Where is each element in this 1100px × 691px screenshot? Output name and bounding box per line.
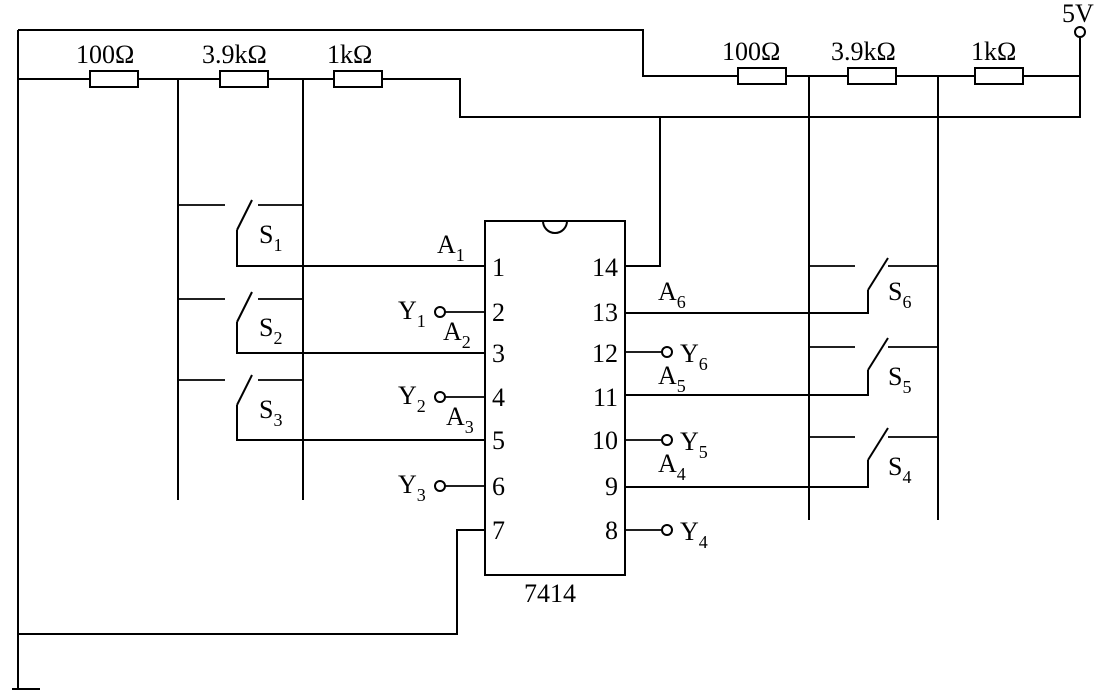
switch-s2 <box>236 291 253 323</box>
label-s3: S3 <box>259 395 282 430</box>
label-y1: Y1 <box>398 296 426 331</box>
output-terminals <box>434 306 673 536</box>
pin-8: 8 <box>605 516 618 545</box>
pin-14: 14 <box>592 253 618 282</box>
ic-7414: 7414 1 2 3 4 5 6 7 14 13 12 11 10 9 8 <box>484 220 626 608</box>
pin-7: 7 <box>492 516 505 545</box>
supply-terminal-circle <box>1074 26 1086 38</box>
a4-line <box>625 460 869 488</box>
label-a2: A2 <box>443 317 471 352</box>
resistor-left-1-label: 100Ω <box>76 40 134 69</box>
ic-label: 7414 <box>524 579 576 608</box>
label-y2: Y2 <box>398 381 426 416</box>
pin-13: 13 <box>592 298 618 327</box>
supply-rail-wire <box>18 38 1081 118</box>
output-y5-terminal <box>661 434 673 446</box>
label-a6: A6 <box>658 277 686 312</box>
a2-line <box>236 322 485 354</box>
label-s5: S5 <box>888 362 911 397</box>
a1-line <box>236 230 485 267</box>
output-y1-terminal <box>434 306 446 318</box>
resistor-left-2-label: 3.9kΩ <box>202 40 267 69</box>
left-resistors: 100Ω 3.9kΩ 1kΩ <box>76 40 383 88</box>
pin-5: 5 <box>492 426 505 455</box>
pin-3: 3 <box>492 339 505 368</box>
resistor-left-1 <box>89 70 139 88</box>
label-y4: Y4 <box>680 517 708 552</box>
resistor-right-1-label: 100Ω <box>722 37 780 66</box>
output-y2-terminal <box>434 391 446 403</box>
resistor-right-2-label: 3.9kΩ <box>831 37 896 66</box>
a3-line <box>236 405 485 441</box>
a6-line <box>625 290 869 314</box>
pin14-vcc-wire <box>625 117 661 267</box>
resistor-right-3 <box>974 67 1024 85</box>
a5-line <box>625 370 869 396</box>
label-s1: S1 <box>259 220 282 255</box>
switch-s6 <box>867 257 889 291</box>
top-loop-wire <box>18 29 1080 77</box>
right-resistors: 100Ω 3.9kΩ 1kΩ <box>722 37 1024 85</box>
labels: S1 S2 S3 S6 S5 S4 A1 A2 A3 A6 A5 A4 Y1 Y… <box>259 220 911 552</box>
output-y3-terminal <box>434 480 446 492</box>
switch-s4 <box>867 427 889 461</box>
switch-s1 <box>236 199 253 231</box>
switch-s3 <box>236 374 253 406</box>
pin-1: 1 <box>492 253 505 282</box>
pin-9: 9 <box>605 472 618 501</box>
label-y3: Y3 <box>398 470 426 505</box>
supply-label: 5V <box>1062 0 1094 28</box>
pin7-ground-wire <box>18 529 485 635</box>
label-a1: A1 <box>437 230 465 265</box>
resistor-left-3 <box>333 70 383 88</box>
resistor-left-2 <box>219 70 269 88</box>
label-y5: Y5 <box>680 427 708 462</box>
label-s4: S4 <box>888 452 911 487</box>
label-s2: S2 <box>259 313 282 348</box>
ic-notch <box>542 220 568 234</box>
output-y6-terminal <box>661 346 673 358</box>
label-a4: A4 <box>658 449 686 484</box>
label-y6: Y6 <box>680 339 708 374</box>
resistor-right-3-label: 1kΩ <box>971 37 1016 66</box>
label-a3: A3 <box>446 402 474 437</box>
pin-10: 10 <box>592 426 618 455</box>
label-s6: S6 <box>888 277 911 312</box>
ic-body <box>484 220 626 576</box>
wires <box>12 29 1081 690</box>
switch-s5 <box>867 337 889 371</box>
pin-4: 4 <box>492 383 505 412</box>
resistor-left-3-label: 1kΩ <box>327 40 372 69</box>
supply-terminal: 5V <box>1062 0 1094 38</box>
pin-6: 6 <box>492 472 505 501</box>
pin-12: 12 <box>592 339 618 368</box>
output-y4-terminal <box>661 524 673 536</box>
pin-2: 2 <box>492 298 505 327</box>
label-a5: A5 <box>658 361 686 396</box>
pin-11: 11 <box>593 383 618 412</box>
resistor-right-1 <box>737 67 787 85</box>
resistor-right-2 <box>847 67 897 85</box>
